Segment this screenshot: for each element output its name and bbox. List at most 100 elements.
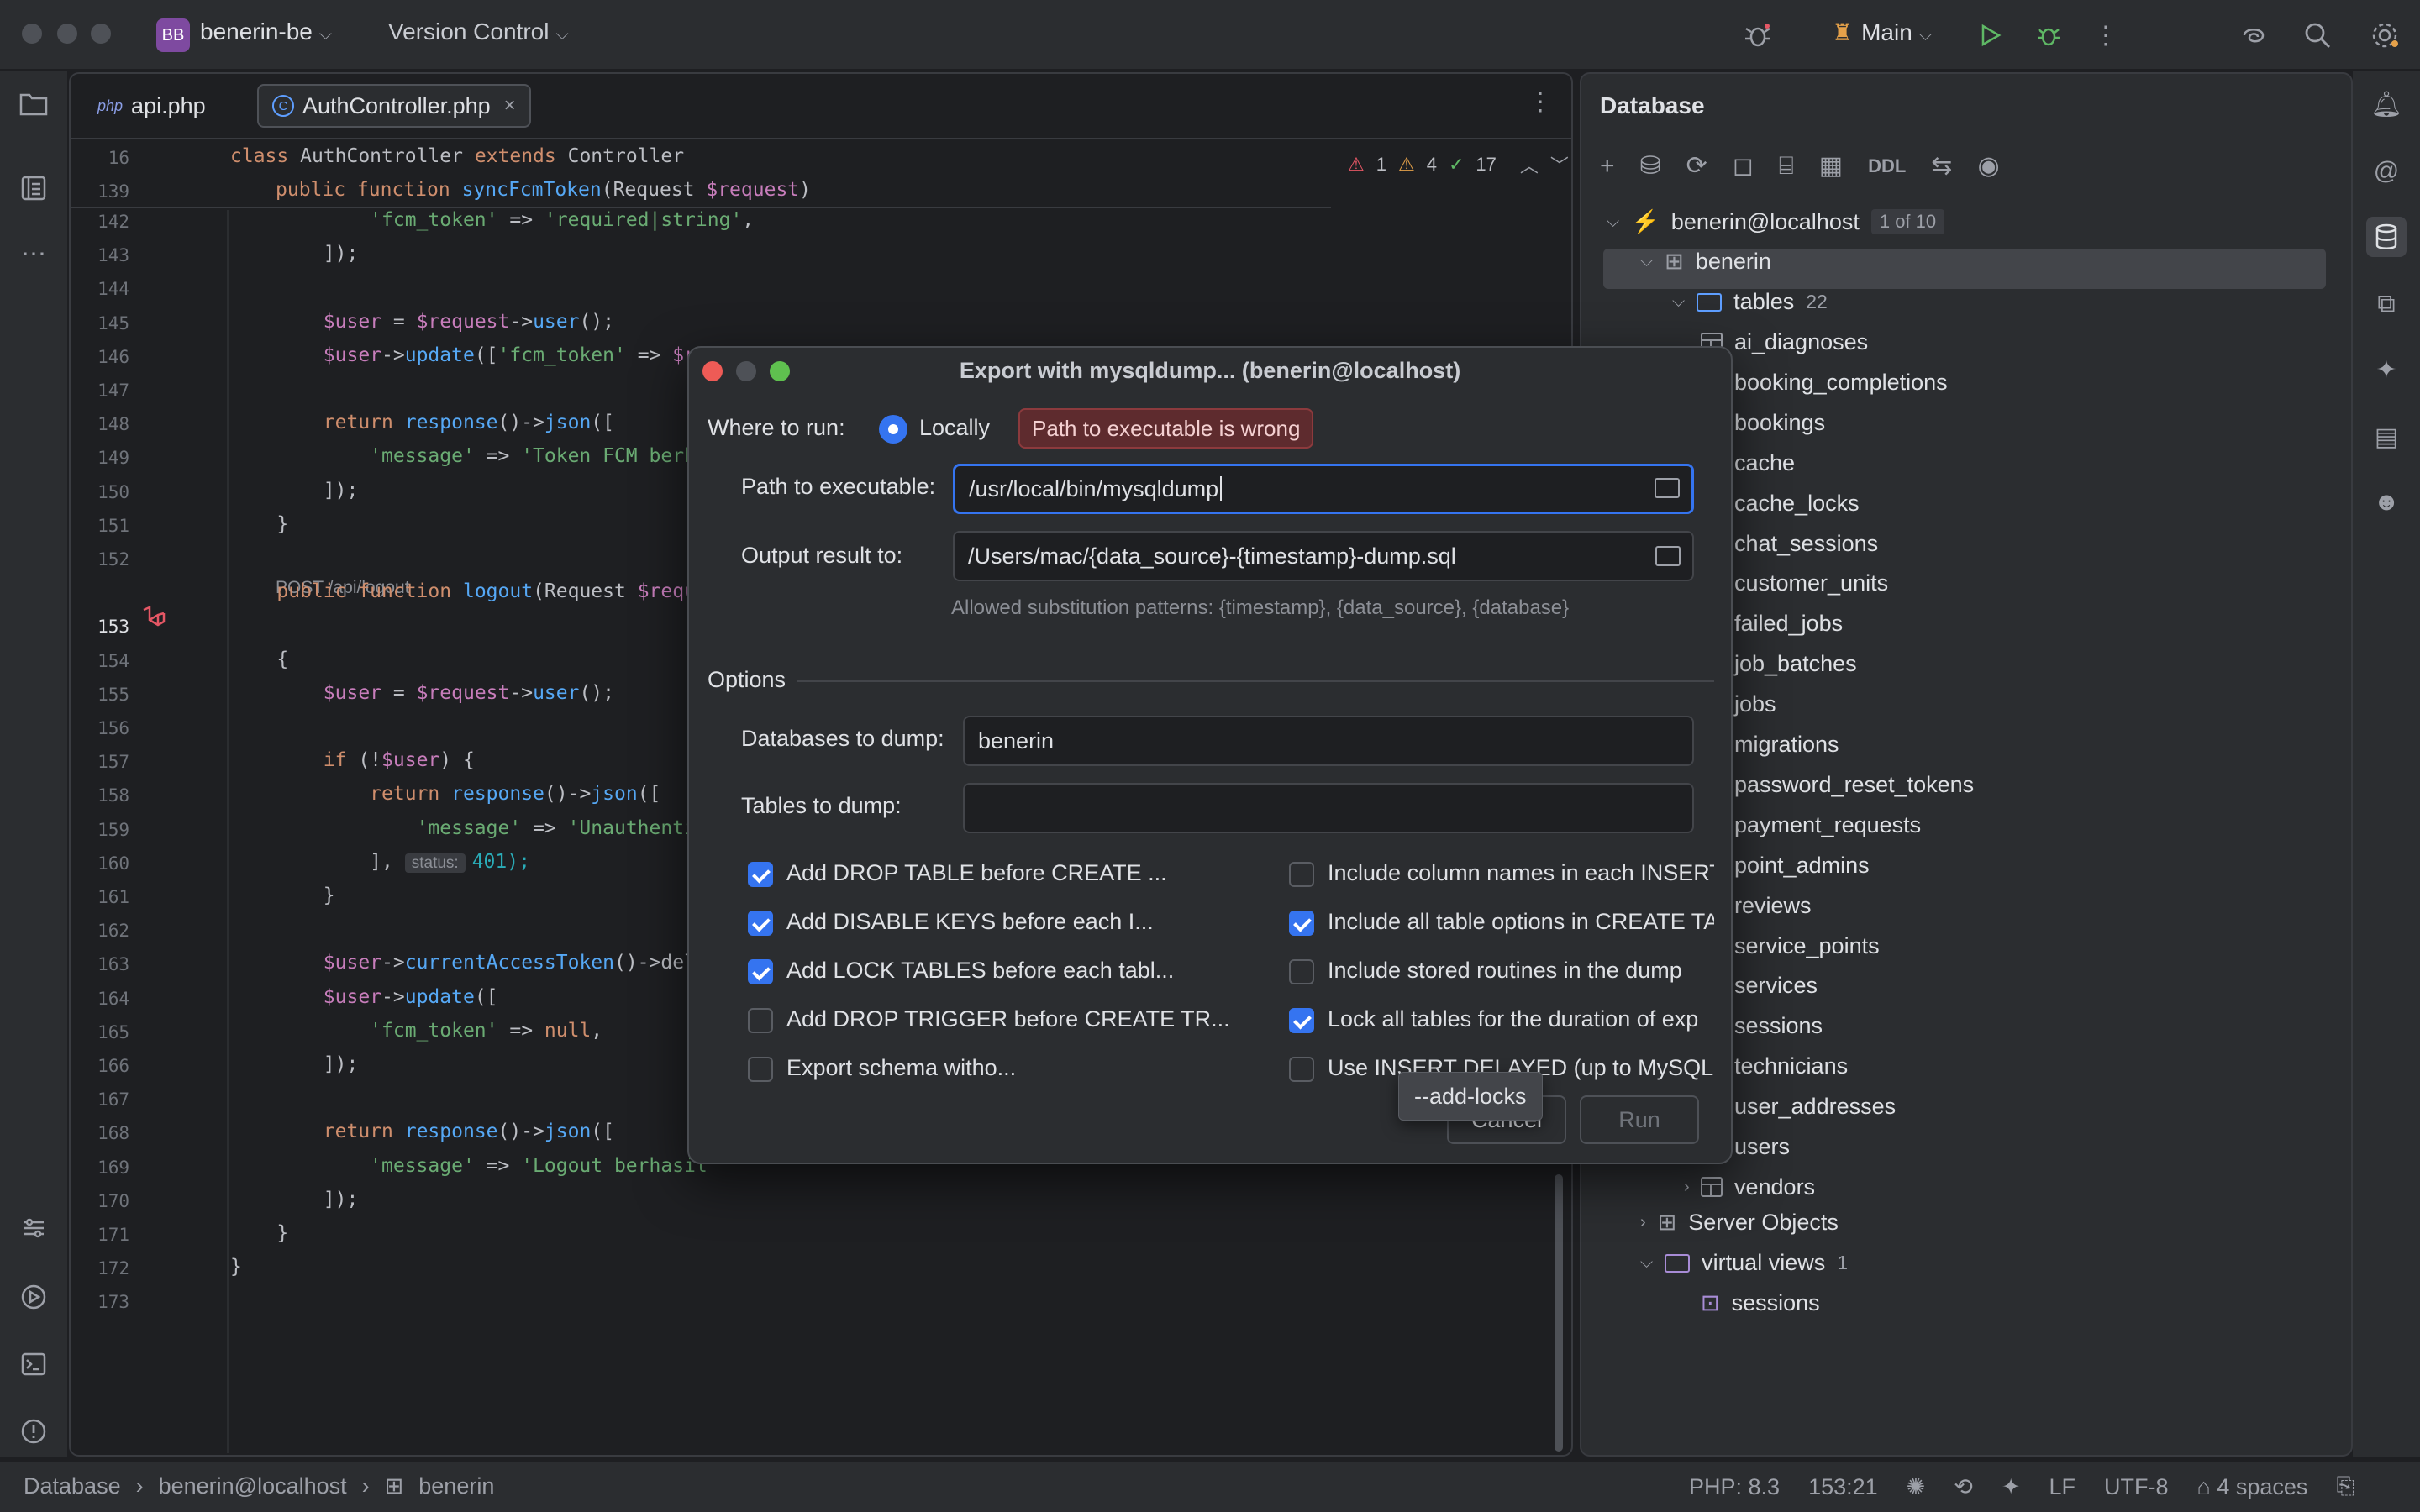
copilot-icon[interactable]: ☻ [2373, 488, 2400, 516]
code-line[interactable]: return response()->json([ [323, 1121, 614, 1143]
tree-table-bookings[interactable]: bookings [1701, 410, 1825, 436]
view-options-eye-icon[interactable]: ◉ [1977, 152, 2000, 180]
code-line[interactable]: 'fcm_token' => 'required|string', [370, 209, 755, 231]
structure-icon[interactable] [13, 168, 54, 208]
plugins-icon[interactable]: ⧉ [2377, 290, 2396, 318]
tabs-menu-icon[interactable]: ⋮ [1528, 88, 1553, 116]
tree-tables-folder[interactable]: ⌵ tables 22 [1672, 289, 1828, 315]
more-tools-icon[interactable]: ⋯ [21, 239, 46, 268]
run-config-selector[interactable]: ♜Main⌵ [1832, 18, 1932, 46]
tree-table-vendors[interactable]: ›vendors [1684, 1174, 1815, 1200]
database-tool-icon[interactable] [2366, 217, 2407, 257]
code-line[interactable]: 'message' => 'Logout berhasil [370, 1154, 708, 1177]
code-line[interactable]: ]); [230, 1188, 359, 1210]
code-line[interactable]: } [230, 885, 335, 906]
run-tool-icon[interactable] [13, 1277, 54, 1317]
breadcrumb-item[interactable]: benerin@localhost [158, 1473, 347, 1499]
code-line[interactable]: } [230, 512, 289, 535]
caret-position[interactable]: 153:21 [1808, 1473, 1878, 1499]
data-source-properties-icon[interactable]: ⛁ [1639, 152, 1661, 180]
readonly-lock-icon[interactable]: ⎘ [2336, 1473, 2355, 1499]
browse-folder-icon[interactable] [1655, 478, 1680, 498]
tree-connection[interactable]: ⌵ ⚡ benerin@localhost 1 of 10 [1607, 208, 1945, 235]
tree-table-booking-completions[interactable]: booking_completions [1701, 370, 1948, 396]
ai-status-icon[interactable]: ✦ [2001, 1473, 2021, 1499]
breadcrumb-item[interactable]: Database [24, 1473, 121, 1499]
option-checkbox[interactable] [1289, 1057, 1314, 1082]
tree-virtual-views[interactable]: ⌵ virtual views 1 [1640, 1250, 1848, 1276]
code-line[interactable]: $user->update([ [323, 985, 498, 1008]
settings-gear-icon[interactable] [2366, 17, 2403, 54]
code-line[interactable]: return response()->json([ [323, 412, 614, 434]
tree-table-point-admins[interactable]: point_admins [1701, 853, 1870, 879]
dialog-minimize-button[interactable] [736, 361, 756, 381]
option-checkbox[interactable] [748, 1008, 773, 1033]
console-icon[interactable]: ⌸ [1778, 151, 1794, 180]
tab-authcontroller-php[interactable]: C AuthController.php × [257, 84, 531, 128]
add-icon[interactable]: + [1600, 151, 1615, 180]
sticky-line-method[interactable]: public function syncFcmToken(Request $re… [276, 179, 811, 201]
tree-table-payment-requests[interactable]: payment_requests [1701, 812, 1921, 838]
tab-api-php[interactable]: php AuthController.php api.php [84, 84, 219, 128]
tree-server-objects[interactable]: › ⊞ Server Objects [1640, 1210, 1839, 1236]
code-line[interactable]: public function logout(Request $reque [276, 580, 708, 603]
notifications-bell-icon[interactable]: 🔔︎ [2370, 90, 2403, 118]
refresh-icon[interactable]: ⟳ [1686, 152, 1707, 180]
file-encoding[interactable]: UTF-8 [2104, 1473, 2169, 1499]
code-line[interactable]: 'message' => 'Unauthentic [416, 816, 708, 839]
more-actions-icon[interactable]: ⋮ [2093, 21, 2118, 50]
previous-highlight-icon[interactable]: ︿ [1519, 155, 1539, 176]
php-version[interactable]: PHP: 8.3 [1689, 1473, 1781, 1499]
zoom-window-button[interactable] [91, 24, 111, 44]
code-line[interactable]: } [230, 1222, 289, 1244]
code-line[interactable]: 'message' => 'Token FCM berha [370, 445, 708, 468]
ai-sparkle-icon[interactable]: ✦ [2375, 355, 2397, 384]
terminal-icon[interactable] [13, 1344, 54, 1384]
option-checkbox[interactable] [1289, 959, 1314, 984]
option-checkbox[interactable] [1289, 862, 1314, 887]
code-line[interactable]: $user = $request->user(); [323, 310, 614, 333]
bug-icon[interactable] [1739, 17, 1776, 54]
code-line[interactable]: 'fcm_token' => null, [370, 1019, 603, 1042]
run-button[interactable]: Run [1580, 1095, 1699, 1144]
locally-radio[interactable] [879, 415, 908, 444]
browse-folder-icon[interactable] [1655, 546, 1681, 566]
problems-icon[interactable] [13, 1411, 54, 1452]
table-view-icon[interactable]: ▦ [1818, 152, 1844, 180]
bug-status-icon[interactable]: ✺ [1906, 1473, 1926, 1499]
editor-scrollbar[interactable] [1555, 1174, 1563, 1452]
code-line[interactable]: ]); [230, 479, 359, 501]
tables-to-dump-input[interactable] [963, 783, 1694, 833]
option-checkbox[interactable] [748, 959, 773, 984]
code-line[interactable]: $user->update(['fcm_token' => $re [323, 344, 708, 366]
path-to-executable-input[interactable]: /usr/local/bin/mysqldump [953, 464, 1694, 514]
code-line[interactable]: } [230, 1256, 242, 1278]
debug-icon[interactable] [2030, 17, 2067, 54]
chevron-right-icon[interactable]: › [1684, 1177, 1690, 1196]
sync-status-icon[interactable]: ⟲ [1954, 1473, 1973, 1499]
run-icon[interactable] [1971, 17, 2008, 54]
sticky-line-class[interactable]: class AuthController extends Controller [230, 145, 685, 167]
stop-icon[interactable]: ◻ [1732, 152, 1754, 180]
code-line[interactable]: ]); [230, 1053, 359, 1075]
option-checkbox[interactable] [748, 862, 773, 887]
inspection-widget[interactable]: ⚠1 ⚠4 ✓17 ︿ ﹀ [1348, 151, 1569, 178]
tree-table-password-reset-tokens[interactable]: password_reset_tokens [1701, 772, 1974, 798]
project-selector[interactable]: benerin-be⌵ [200, 18, 332, 45]
option-checkbox[interactable] [1289, 911, 1314, 936]
tree-virtual-view-sessions[interactable]: ⊡ sessions [1701, 1290, 1820, 1316]
notes-icon[interactable]: ▤ [2374, 423, 2399, 451]
dialog-close-button[interactable] [702, 361, 723, 381]
code-line[interactable]: return response()->json([ [370, 783, 661, 806]
code-line[interactable]: if (!$user) { [323, 749, 475, 772]
option-checkbox[interactable] [748, 1057, 773, 1082]
line-separator[interactable]: LF [2049, 1473, 2076, 1499]
services-icon[interactable] [13, 1208, 54, 1248]
code-line[interactable]: ], status:401); [230, 850, 530, 873]
vcs-selector[interactable]: Version Control⌵ [388, 18, 569, 45]
laravel-route-icon[interactable] [141, 605, 166, 630]
indent-widget[interactable]: ⌂ 4 spaces [2197, 1474, 2308, 1500]
option-checkbox[interactable] [748, 911, 773, 936]
close-tab-icon[interactable]: × [503, 94, 516, 117]
close-window-button[interactable] [22, 24, 42, 44]
